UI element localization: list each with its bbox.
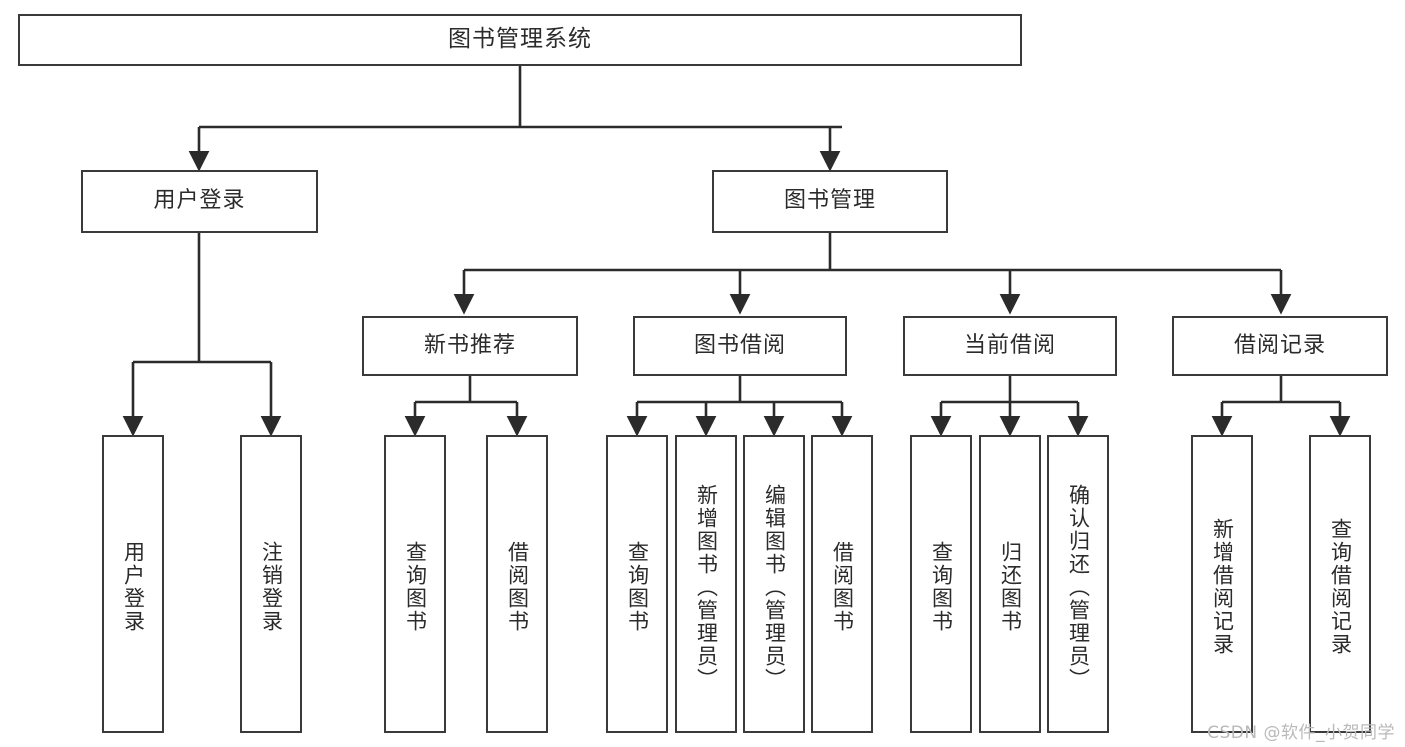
vertical-text-wrap: 注销登录 [242, 443, 300, 731]
node-label: 借阅图书 [830, 541, 855, 633]
node-label: 图书管理 [783, 188, 876, 214]
leaf-query-borrow-record[interactable]: 查询借阅记录 [1309, 435, 1371, 733]
leaf-user-login[interactable]: 用户登录 [102, 435, 164, 733]
leaf-confirm-return-admin[interactable]: 确认归还（管理员） [1047, 435, 1109, 733]
node-book-management[interactable]: 图书管理 [712, 170, 948, 233]
vertical-text-wrap: 新增借阅记录 [1193, 443, 1251, 731]
leaf-return-book[interactable]: 归还图书 [979, 435, 1041, 733]
vertical-text-wrap: 查询图书 [912, 443, 970, 731]
leaf-query-book-current[interactable]: 查询图书 [910, 435, 972, 733]
node-label: 查询借阅记录 [1328, 518, 1353, 656]
node-current-borrow[interactable]: 当前借阅 [903, 316, 1117, 376]
vertical-text-wrap: 借阅图书 [813, 443, 871, 731]
node-label: 查询图书 [403, 541, 428, 633]
node-label: 查询图书 [929, 541, 954, 633]
vertical-text-wrap: 查询图书 [608, 443, 666, 731]
vertical-text-wrap: 新增图书（管理员） [677, 443, 735, 731]
node-user-login[interactable]: 用户登录 [81, 170, 318, 233]
leaf-borrow-book-new[interactable]: 借阅图书 [486, 435, 548, 733]
vertical-text-wrap: 查询借阅记录 [1311, 443, 1369, 731]
vertical-text-wrap: 查询图书 [386, 443, 444, 731]
node-label: 归还图书 [998, 541, 1023, 633]
vertical-text-wrap: 用户登录 [104, 443, 162, 731]
node-book-borrow[interactable]: 图书借阅 [633, 316, 847, 376]
leaf-edit-book-admin[interactable]: 编辑图书（管理员） [743, 435, 805, 733]
leaf-add-book-admin[interactable]: 新增图书（管理员） [675, 435, 737, 733]
node-label: 用户登录 [153, 188, 246, 214]
watermark: CSDN @软件_小贺同学 [1207, 723, 1395, 743]
leaf-add-borrow-record[interactable]: 新增借阅记录 [1191, 435, 1253, 733]
node-label: 新增借阅记录 [1210, 518, 1235, 656]
node-label: 确认归还（管理员） [1066, 483, 1091, 691]
node-root-book-management-system[interactable]: 图书管理系统 [18, 14, 1022, 66]
leaf-query-book-new[interactable]: 查询图书 [384, 435, 446, 733]
node-label: 图书借阅 [693, 332, 786, 358]
node-label: 编辑图书（管理员） [762, 483, 787, 691]
node-label: 图书管理系统 [448, 26, 592, 53]
leaf-query-book-borrow[interactable]: 查询图书 [606, 435, 668, 733]
node-label: 查询图书 [625, 541, 650, 633]
vertical-text-wrap: 借阅图书 [488, 443, 546, 731]
leaf-borrow-book[interactable]: 借阅图书 [811, 435, 873, 733]
leaf-logout[interactable]: 注销登录 [240, 435, 302, 733]
node-label: 注销登录 [259, 541, 284, 633]
vertical-text-wrap: 编辑图书（管理员） [745, 443, 803, 731]
vertical-text-wrap: 归还图书 [981, 443, 1039, 731]
vertical-text-wrap: 确认归还（管理员） [1049, 443, 1107, 731]
node-label: 新增图书（管理员） [694, 483, 719, 691]
node-new-book-recommendation[interactable]: 新书推荐 [362, 316, 578, 376]
node-borrow-record[interactable]: 借阅记录 [1172, 316, 1388, 376]
node-label: 当前借阅 [963, 332, 1056, 358]
node-label: 用户登录 [121, 541, 146, 633]
node-label: 借阅图书 [505, 541, 530, 633]
node-label: 新书推荐 [423, 332, 516, 358]
node-label: 借阅记录 [1233, 332, 1326, 358]
